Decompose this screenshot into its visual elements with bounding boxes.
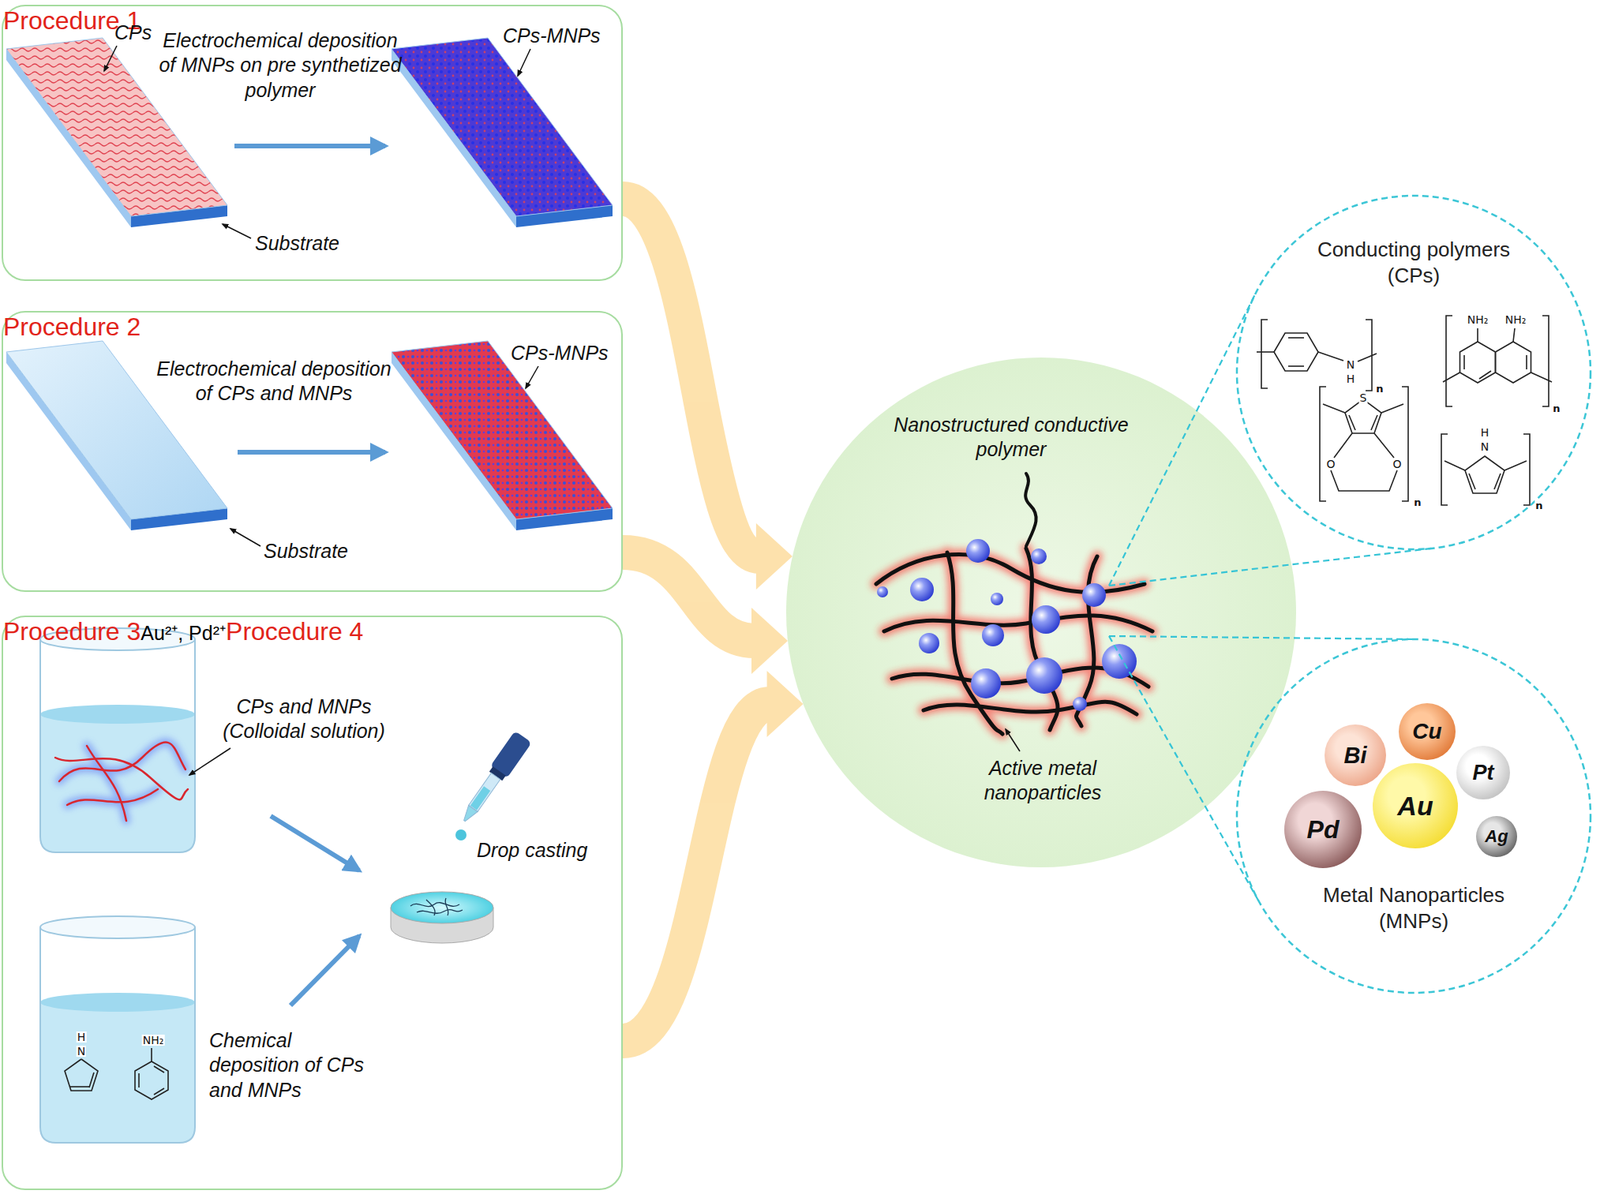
atom-label: n <box>1375 383 1384 394</box>
atom-label: O <box>1391 458 1402 470</box>
zoom-line <box>1109 548 1435 586</box>
metal-particle: Ag <box>1476 816 1518 858</box>
caption-text: Drop casting <box>476 838 588 863</box>
procedure-title: Procedure 3 <box>3 617 141 646</box>
caption-text: CPs and MNPs (Colloidal solution) <box>201 694 407 745</box>
metal-symbol: Pt <box>1472 760 1495 786</box>
atom-label: O <box>1325 458 1336 470</box>
metal-symbol: Bi <box>1344 742 1368 769</box>
caption-text: Au²⁺, Pd²⁺ <box>140 622 226 645</box>
arrow-head <box>751 607 788 675</box>
procedure-title: Procedure 4 <box>225 617 364 646</box>
flow-arrow <box>622 198 760 557</box>
caption-text: Substrate <box>263 539 349 564</box>
connector <box>1109 293 1435 586</box>
atom-label: N <box>1345 359 1356 371</box>
caption-text: Electrochemical deposition of MNPs on pr… <box>153 28 407 103</box>
atom-label: n <box>1551 403 1561 414</box>
flow-arrow <box>622 704 771 1042</box>
metal-symbol: Cu <box>1412 719 1442 745</box>
dashed-circle <box>1236 195 1591 550</box>
zoom-circle: Metal Nanoparticles (MNPs) CuBiPtAuPd Ag <box>1235 637 1593 995</box>
atom-label: n <box>1534 500 1544 511</box>
metal-symbol: Ag <box>1484 826 1508 847</box>
arrow-head <box>767 670 804 738</box>
procedure-panel: Electrochemical deposition of CPs and MN… <box>1 311 623 593</box>
procedure-panel: CPsElectrochemical deposition of MNPs on… <box>1 4 623 282</box>
caption-text: Electrochemical deposition of CPs and MN… <box>151 356 397 407</box>
atom-label: NH₂ <box>1504 314 1528 326</box>
caption-text: Active metal nanoparticles <box>951 756 1134 806</box>
caption-text: Nanostructured conductive polymer <box>892 412 1130 463</box>
metal-particle: Cu <box>1398 703 1456 761</box>
zoom-line <box>1109 636 1260 904</box>
caption-text: CPs <box>114 20 152 45</box>
atom-label: N <box>1480 441 1490 453</box>
metal-particle: Au <box>1372 763 1458 849</box>
caption-text: CPs-MNPs <box>510 340 609 366</box>
atom-label: NH₂ <box>1466 314 1490 326</box>
metal-particle: Bi <box>1324 724 1387 787</box>
caption-text: Substrate <box>254 231 340 256</box>
dashed-circle <box>1236 639 1591 993</box>
caption-text: Conducting polymers (CPs) <box>1303 236 1525 289</box>
connector <box>1109 636 1416 904</box>
metal-symbol: Pd <box>1307 815 1340 845</box>
procedure-title: Procedure 2 <box>3 312 141 341</box>
atom-label: NH₂ <box>142 1034 165 1046</box>
metal-particle: Pt <box>1456 745 1511 800</box>
procedure-panel: CPs and MNPs (Colloidal solution) Drop ca… <box>1 615 623 1191</box>
atom-label: H <box>1480 427 1491 439</box>
metal-particle: Pd <box>1284 790 1362 869</box>
caption-text: CPs-MNPs <box>502 23 601 49</box>
atom-label: H <box>76 1031 87 1043</box>
atom-label: H <box>1345 373 1357 385</box>
connector <box>622 198 793 590</box>
connector <box>622 552 788 675</box>
composite-circle: Nanostructured conductive polymerActive … <box>786 357 1297 868</box>
metal-symbol: Au <box>1397 790 1433 822</box>
connector <box>622 670 804 1042</box>
arrow-head <box>756 523 793 590</box>
caption-text: Metal Nanoparticles (MNPs) <box>1295 882 1533 934</box>
zoom-line <box>1109 293 1256 586</box>
flow-arrow <box>622 552 755 641</box>
zoom-line <box>1109 636 1416 640</box>
atom-label: N <box>76 1045 87 1057</box>
atom-label: S <box>1359 392 1368 404</box>
atom-label: n <box>1412 497 1422 508</box>
caption-text: Chemical deposition of CPs and MNPs <box>209 1028 387 1103</box>
